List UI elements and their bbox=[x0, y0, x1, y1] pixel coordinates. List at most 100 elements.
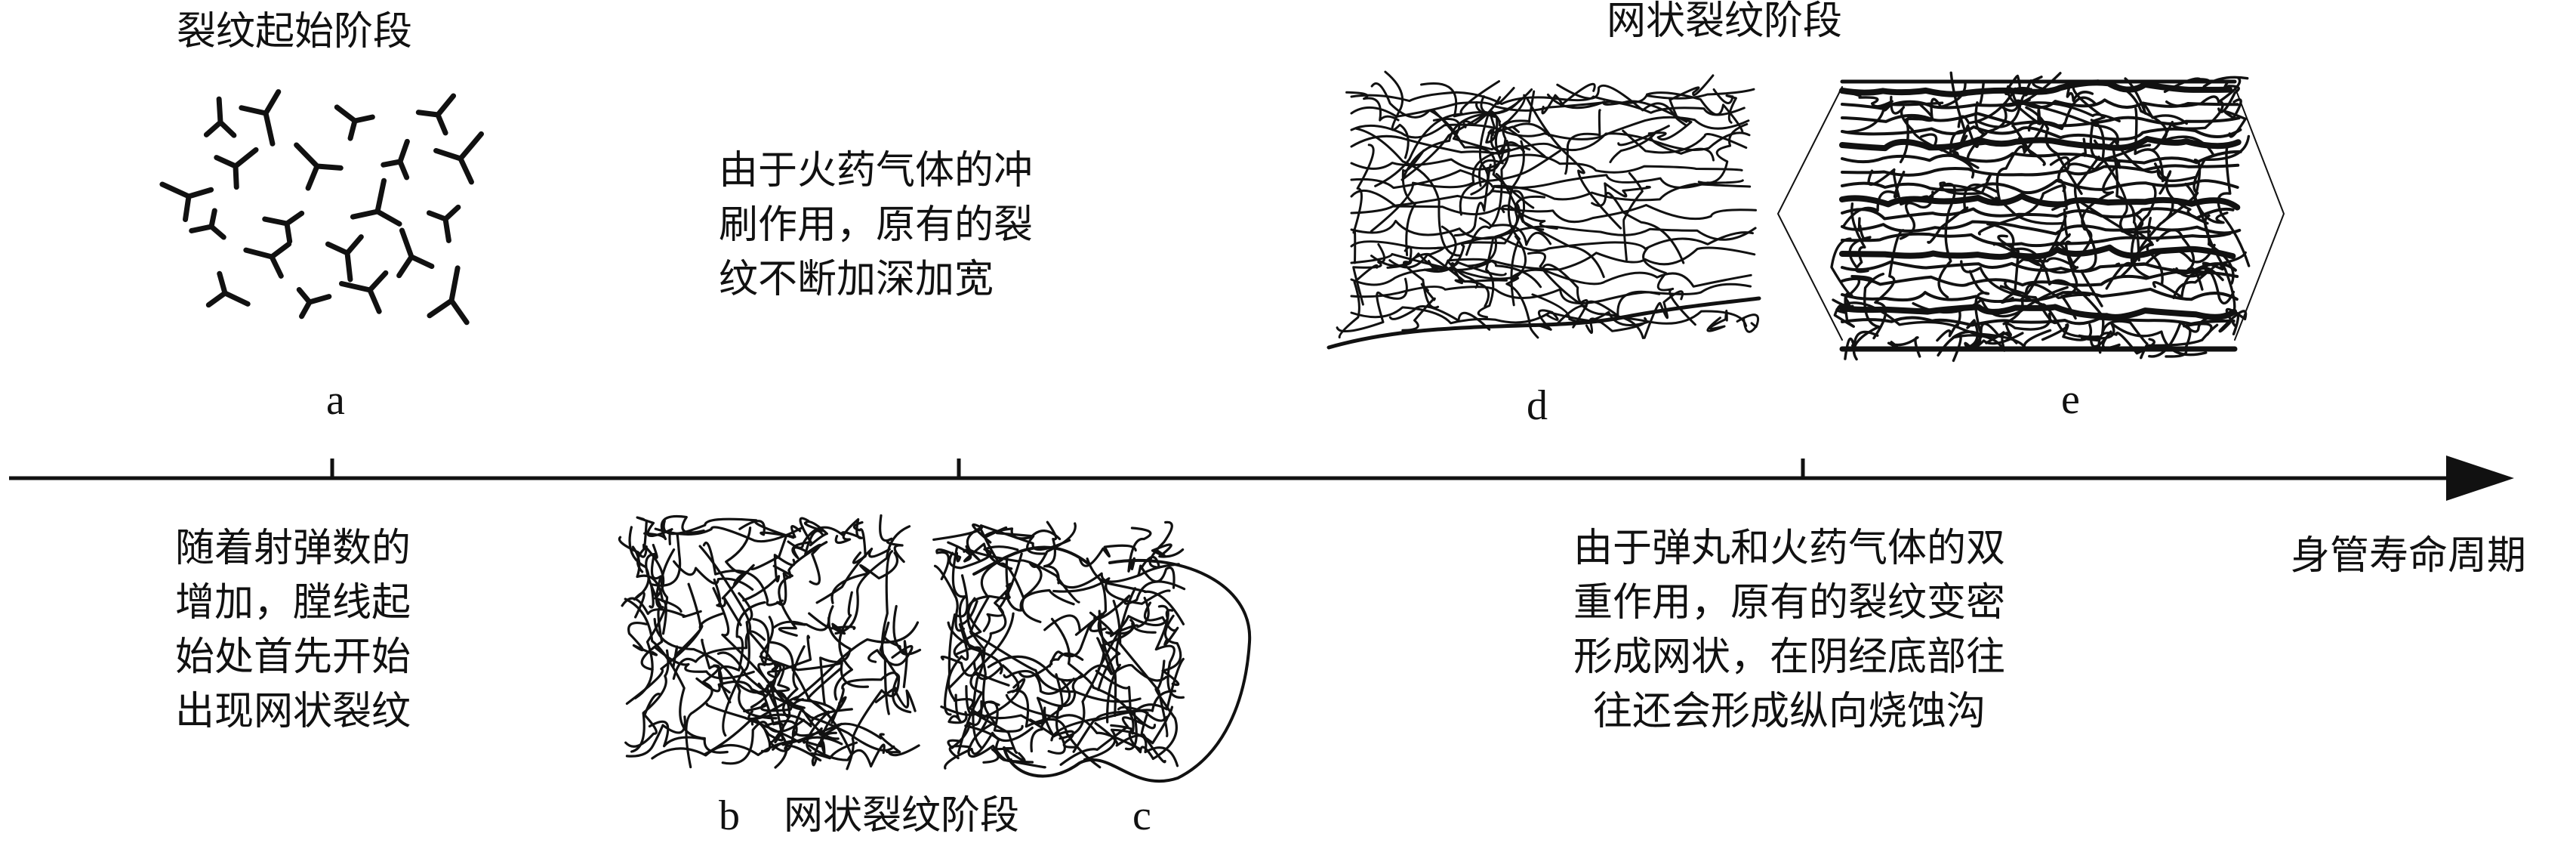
crack-mesh-b-24 bbox=[640, 552, 664, 671]
axis-arrowhead bbox=[2446, 455, 2514, 501]
crack-mesh-b-57 bbox=[654, 526, 804, 543]
crack-mesh-d-41 bbox=[1501, 204, 1558, 230]
axis-label: 身管寿命周期 bbox=[2291, 533, 2527, 579]
crack-mesh-e-27 bbox=[2153, 162, 2209, 225]
crack-mesh-e-78 bbox=[1904, 80, 1967, 122]
crack-mesh-d-24 bbox=[1622, 129, 1748, 154]
crack-mesh-d-30 bbox=[1507, 140, 1525, 307]
crack-mesh-c-71 bbox=[982, 747, 1026, 764]
crack-mesh-e-99 bbox=[1850, 202, 1869, 273]
crack-mesh-b-5 bbox=[742, 554, 796, 602]
crack-mesh-e-51 bbox=[1949, 71, 1975, 179]
crack-mesh-e-88 bbox=[2184, 182, 2229, 224]
crack-mesh-e-49 bbox=[2218, 307, 2248, 333]
crack-mesh-b-36 bbox=[793, 621, 920, 701]
crack-mark-a-1 bbox=[239, 89, 282, 147]
crack-mesh-c-53 bbox=[1078, 544, 1137, 567]
edge-chevron-right-e bbox=[2234, 86, 2285, 341]
crack-mesh-e-85 bbox=[1977, 184, 2066, 236]
crack-mesh-e-19 bbox=[2217, 144, 2251, 267]
crack-mark-a-16 bbox=[243, 241, 292, 279]
crack-mesh-b-68 bbox=[698, 545, 778, 669]
crack-mesh-c-58 bbox=[1048, 622, 1092, 668]
crack-mesh-d-38 bbox=[1609, 125, 1670, 164]
crack-mesh-e-82 bbox=[2004, 279, 2100, 338]
crack-mesh-e-5 bbox=[1838, 90, 1893, 108]
crack-mesh-b-47 bbox=[633, 548, 676, 699]
crack-mesh-d-40 bbox=[1345, 91, 1400, 122]
crack-mesh-b-38 bbox=[772, 616, 830, 631]
crack-mesh-b-25 bbox=[830, 551, 899, 604]
crack-mesh-b-62 bbox=[803, 520, 828, 547]
label-b: b bbox=[719, 792, 740, 839]
crack-layer-d-9 bbox=[1350, 231, 1754, 252]
crack-mesh-b-60 bbox=[769, 722, 883, 752]
crack-outline-c-top bbox=[972, 545, 1089, 576]
crack-mesh-b-41 bbox=[892, 604, 908, 688]
crack-mesh-b-66 bbox=[713, 578, 742, 626]
crack-mesh-c-20 bbox=[965, 684, 1018, 754]
crack-mark-a-12 bbox=[205, 270, 251, 308]
crack-mesh-d-62 bbox=[1526, 97, 1622, 230]
crack-mesh-e-86 bbox=[1949, 72, 2062, 153]
crack-mesh-c-23 bbox=[947, 621, 987, 705]
crack-mesh-e-67 bbox=[1966, 82, 1986, 162]
crack-mesh-d-13 bbox=[1478, 217, 1552, 246]
crack-mark-a-0 bbox=[203, 96, 237, 138]
crack-mesh-d-49 bbox=[1622, 171, 1644, 261]
crack-mesh-b-58 bbox=[834, 518, 864, 545]
crack-image-d bbox=[1327, 70, 1761, 350]
crack-mesh-b-77 bbox=[627, 621, 658, 656]
crack-mesh-e-95 bbox=[1832, 275, 1874, 307]
crack-mesh-c-35 bbox=[1023, 522, 1077, 598]
crack-mesh-d-45 bbox=[1432, 109, 1535, 209]
crack-mesh-e-68 bbox=[2096, 79, 2214, 156]
crack-mesh-b-15 bbox=[807, 743, 886, 768]
crack-mesh-e-35 bbox=[2162, 134, 2251, 223]
crack-mesh-b-40 bbox=[624, 693, 662, 748]
crack-mesh-b-67 bbox=[673, 560, 754, 591]
crack-mesh-b-52 bbox=[834, 525, 911, 635]
crack-mesh-b-56 bbox=[808, 612, 856, 635]
crack-mesh-c-21 bbox=[1043, 613, 1107, 636]
crack-mesh-e-14 bbox=[1957, 75, 2018, 128]
crack-mesh-c-61 bbox=[965, 545, 1080, 604]
crack-mesh-b-32 bbox=[770, 663, 791, 718]
label-d: d bbox=[1527, 382, 1548, 429]
crack-mesh-e-18 bbox=[1844, 101, 1944, 134]
crack-mesh-c-25 bbox=[947, 700, 983, 749]
crack-mesh-c-60 bbox=[1112, 599, 1169, 737]
crack-mesh-d-69 bbox=[1541, 82, 1596, 115]
crack-mesh-d-63 bbox=[1401, 149, 1425, 257]
crack-mesh-c-75 bbox=[948, 545, 1019, 570]
crack-mesh-e-0 bbox=[1937, 182, 1956, 299]
crack-mesh-b-86 bbox=[662, 517, 795, 539]
crack-mesh-b-30 bbox=[712, 587, 783, 735]
crack-mesh-d-11 bbox=[1384, 70, 1410, 159]
crack-mesh-b-44 bbox=[867, 644, 914, 666]
crack-mesh-e-63 bbox=[2097, 331, 2155, 355]
crack-mesh-c-12 bbox=[980, 529, 1042, 623]
crack-image-e bbox=[1777, 71, 2285, 363]
crack-mesh-e-74 bbox=[1844, 330, 1879, 360]
crack-mesh-c-77 bbox=[954, 646, 1020, 693]
crack-mesh-e-8 bbox=[2115, 243, 2216, 267]
crack-mesh-b-82 bbox=[655, 647, 755, 680]
crack-mesh-e-92 bbox=[1899, 103, 1934, 164]
crack-mesh-e-62 bbox=[2151, 100, 2224, 151]
crack-mesh-c-63 bbox=[1096, 637, 1168, 682]
crack-mark-a-9 bbox=[262, 210, 305, 245]
crack-mesh-c-36 bbox=[1050, 617, 1135, 735]
crack-layer-d-12 bbox=[1350, 283, 1752, 304]
crack-mesh-c-40 bbox=[1161, 614, 1182, 687]
text-initial-stage: 随着射弹数的 增加，膛线起 始处首先开始 出现网状裂纹 bbox=[175, 526, 411, 734]
crack-mesh-b-65 bbox=[716, 651, 806, 709]
crack-image-b bbox=[618, 514, 922, 770]
crack-mesh-b-87 bbox=[772, 722, 843, 751]
crack-mesh-b-76 bbox=[649, 533, 682, 609]
crack-mesh-b-11 bbox=[819, 605, 852, 706]
crack-layer-d-6 bbox=[1350, 183, 1752, 207]
crack-mesh-b-46 bbox=[648, 720, 729, 754]
